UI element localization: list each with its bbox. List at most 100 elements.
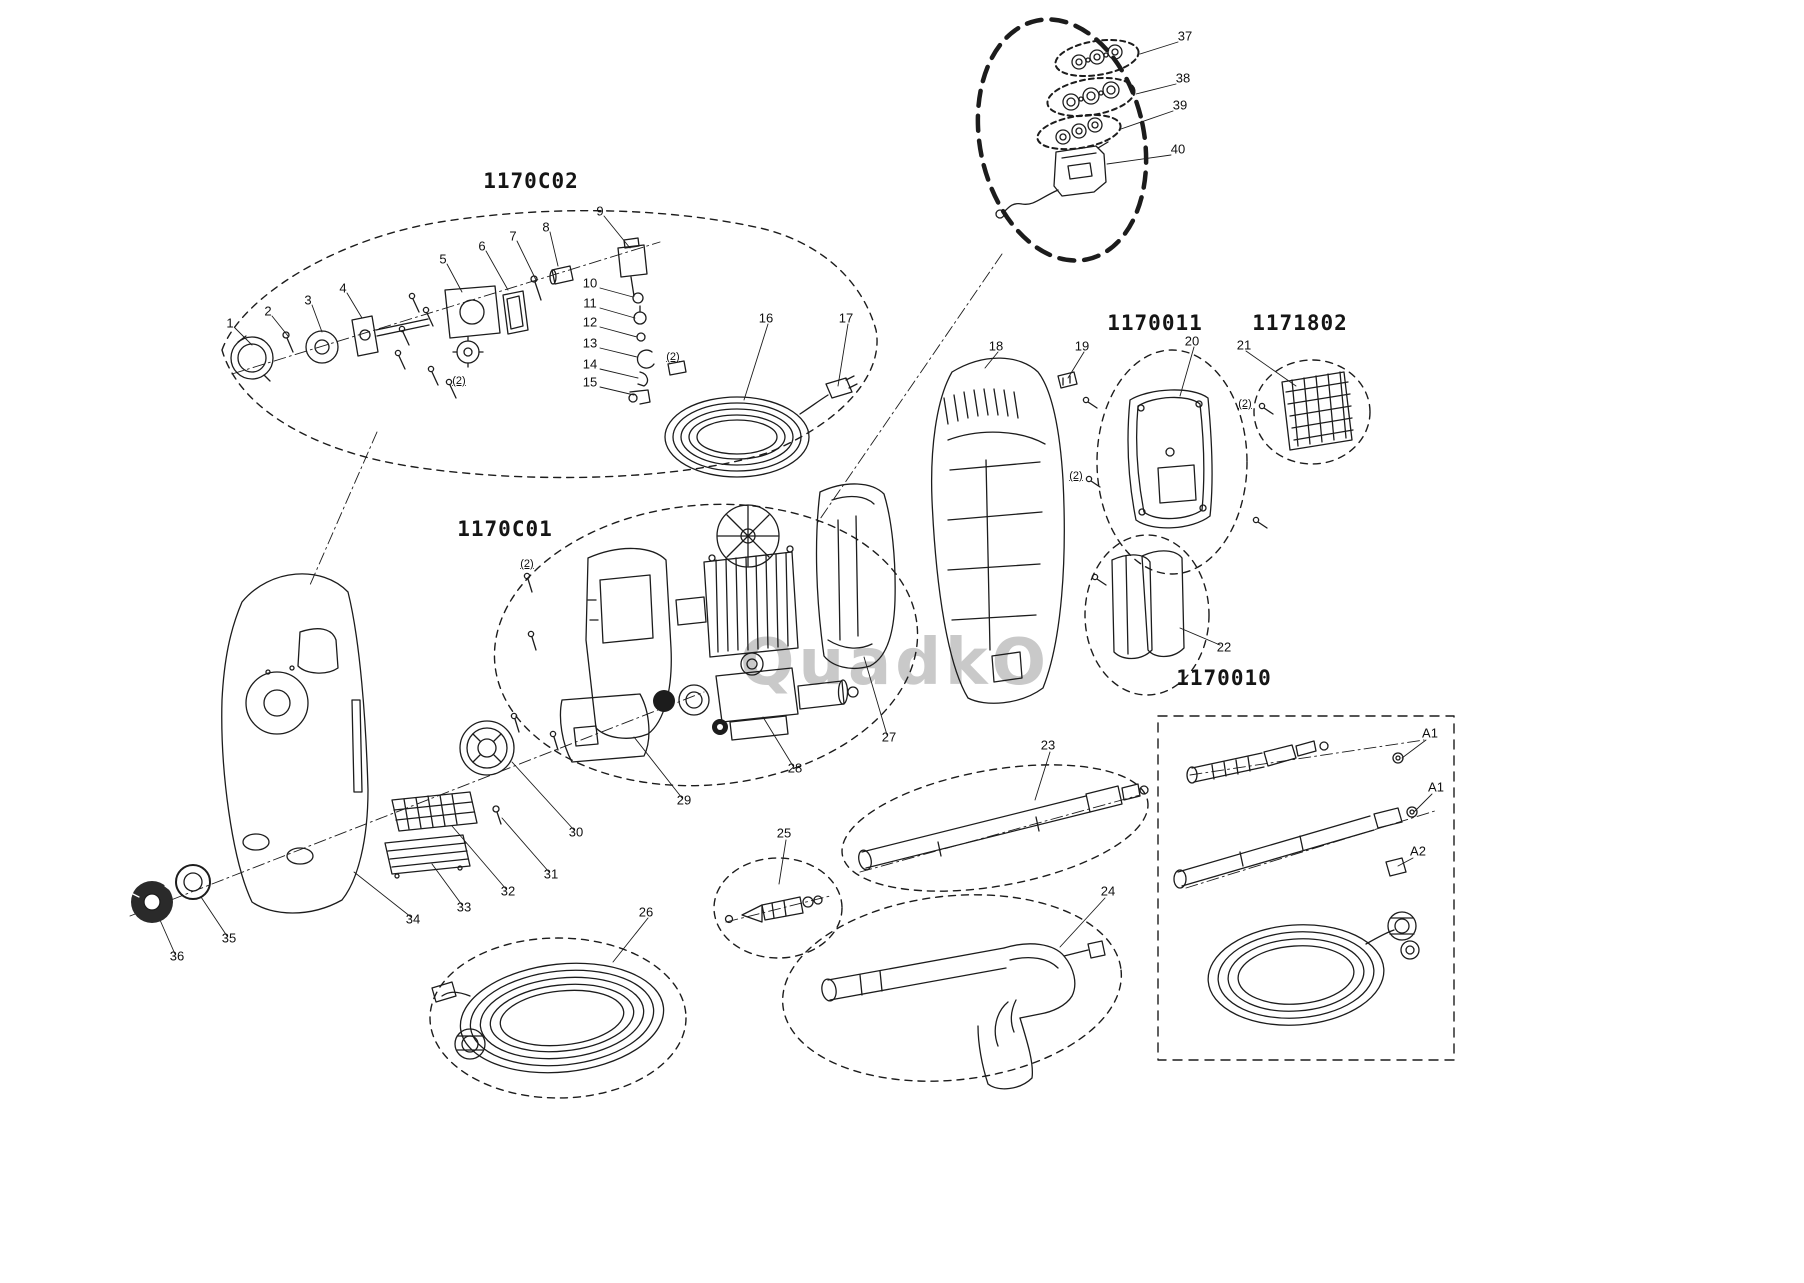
callout-label: 20: [1184, 333, 1200, 349]
envelope-1171802: [1253, 359, 1371, 465]
assembly-group-label: 1170011: [1107, 311, 1203, 335]
power-cord-16: [664, 394, 829, 478]
callout-label: 5: [439, 251, 447, 267]
grille-21: [1281, 371, 1354, 451]
envelope-gun: [781, 894, 1123, 1082]
envelope-1170011: [1096, 349, 1248, 575]
envelope-electrical: [975, 17, 1149, 263]
group-envelopes: [221, 209, 1455, 1099]
assembly-group-label: 1170C01: [457, 517, 553, 541]
envelope-1170C02: [221, 209, 878, 479]
qty-label: (2): [1069, 470, 1083, 482]
watermark: QuadkO: [740, 626, 1050, 700]
callout-label: 27: [881, 729, 897, 745]
callout-label: 25: [776, 825, 792, 841]
micro-switch-40: [995, 141, 1109, 219]
screws-motor-group: [510, 572, 559, 751]
lance-23: [858, 783, 1149, 871]
small-parts-10-15: [628, 292, 687, 405]
callout-label: 26: [638, 904, 654, 920]
panel-20: [1127, 389, 1213, 529]
qty-label: (2): [666, 351, 680, 363]
callout-label: 36: [169, 948, 185, 964]
callout-label: 12: [582, 314, 598, 330]
callout-label: 24: [1100, 883, 1116, 899]
side-covers-22: [1111, 550, 1185, 660]
callout-label: A1: [1428, 779, 1444, 795]
bracket-4: [351, 315, 430, 357]
envelope-1170C01: [493, 503, 919, 787]
callout-label: 38: [1175, 70, 1191, 86]
kit-hose: [1207, 911, 1420, 1026]
envelope-1170010: [1084, 534, 1210, 696]
callout-label: A1: [1422, 725, 1438, 741]
callout-label: 14: [582, 356, 598, 372]
callout-label: 37: [1177, 28, 1193, 44]
motor-stator: [675, 545, 799, 658]
kit-lance: [1173, 806, 1418, 889]
callout-label: A2: [1410, 843, 1426, 859]
connector-19: [1057, 371, 1078, 389]
motor-shell-right-27: [815, 483, 896, 670]
qty-label: (2): [520, 558, 534, 570]
assembly-group-label: 1171802: [1252, 311, 1348, 335]
callout-label: 31: [543, 866, 559, 882]
callout-label: 23: [1040, 737, 1056, 753]
leader-lines: [159, 41, 1433, 963]
callout-label: 33: [456, 899, 472, 915]
rear-housing-18: [931, 357, 1065, 704]
inlet-cap-36: [131, 881, 173, 923]
screw-2: [282, 331, 294, 353]
tray-32: [391, 791, 478, 832]
hose-26: [431, 962, 665, 1074]
callout-label: 29: [676, 792, 692, 808]
callout-label: 40: [1170, 141, 1186, 157]
bearing-3: [305, 330, 339, 364]
callout-label: 11: [583, 295, 597, 311]
callout-label: 10: [582, 275, 598, 291]
callout-label: 4: [339, 280, 347, 296]
kit-nozzle: [1186, 740, 1404, 784]
tray-33: [384, 834, 471, 879]
assembly-group-label: 1170010: [1176, 666, 1272, 690]
pin-7: [530, 275, 542, 301]
fitting-8: [549, 265, 574, 285]
callout-label: 30: [568, 824, 584, 840]
callout-label: 28: [787, 760, 803, 776]
motor-fan: [716, 504, 780, 568]
callout-label: 32: [500, 883, 516, 899]
end-cap-1: [230, 335, 274, 382]
gasket-6: [502, 290, 529, 335]
callout-label: 19: [1074, 338, 1090, 354]
qty-label: (2): [1238, 398, 1252, 410]
callout-label: 17: [838, 310, 854, 326]
callout-label: 7: [509, 228, 517, 244]
envelope-lance: [841, 764, 1149, 892]
callout-label: 35: [221, 930, 237, 946]
callout-label: 18: [988, 338, 1004, 354]
callout-label: 9: [596, 203, 604, 219]
valve-9: [617, 237, 648, 297]
terminal-strip-38: [1046, 76, 1136, 118]
pump-head-5: [444, 285, 501, 368]
envelope-nozzle: [713, 857, 843, 959]
callout-label: 2: [264, 303, 272, 319]
callout-label: 21: [1236, 337, 1252, 353]
callout-label: 34: [405, 911, 421, 927]
screws-pump-group: [394, 292, 457, 399]
pump-28: [653, 652, 859, 741]
screw-31: [492, 805, 502, 825]
callout-label: 8: [542, 219, 550, 235]
envelope-accessory-kit: [1157, 715, 1455, 1061]
callout-label: 22: [1216, 639, 1232, 655]
spray-gun-24: [821, 940, 1106, 1090]
front-housing-34: [221, 573, 369, 914]
terminal-strip-37: [1054, 38, 1140, 78]
screws-housing-right: [1082, 396, 1274, 586]
callout-label: 13: [582, 335, 598, 351]
callout-label: 39: [1172, 97, 1188, 113]
seal-ring-35: [175, 864, 211, 900]
callout-label: 15: [582, 374, 598, 390]
